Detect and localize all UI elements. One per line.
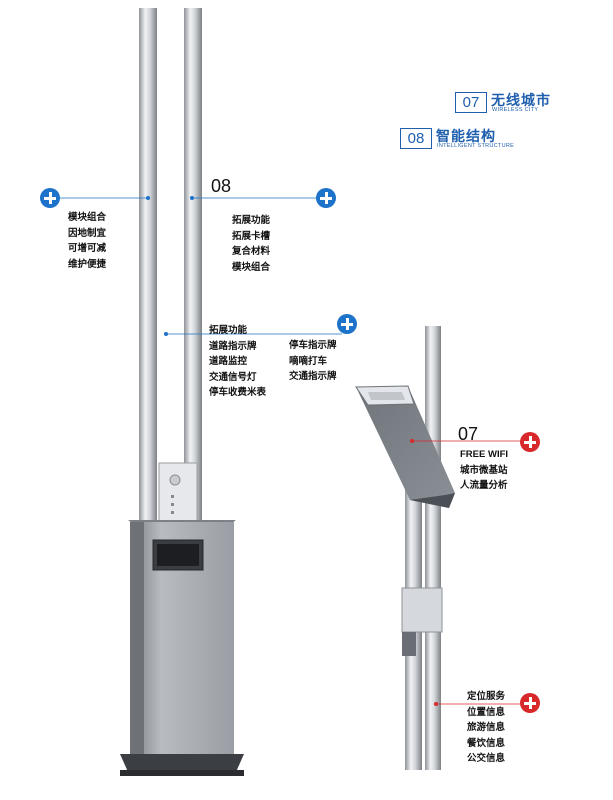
connector-dots <box>146 196 194 336</box>
callout-item: 拓展功能 <box>232 215 271 226</box>
callout-item: 位置信息 <box>467 706 506 718</box>
callout-top: 拓展功能 拓展卡槽 复合材料 模块组合 <box>232 213 270 275</box>
legend-title-en: WIRELESS CITY <box>492 107 539 113</box>
connector-dot <box>164 332 168 336</box>
legend-number: 07 <box>455 92 487 113</box>
legend-number: 08 <box>400 128 432 149</box>
callout-item: 定位服务 <box>467 691 506 702</box>
plus-icon-left[interactable] <box>40 188 60 208</box>
callout-title: 拓展功能 <box>209 325 248 336</box>
callout-mid: 拓展功能 道路指示牌 道路监控 交通信号灯 停车收费米表 <box>209 323 266 401</box>
legend-title-en: INTELLIGENT STRUCTURE <box>437 143 515 149</box>
callout-mid-col2: 停车指示牌 嘀嘀打车 交通指示牌 <box>289 338 337 385</box>
plus-icon-bottom[interactable] <box>520 693 540 713</box>
callout-item: 道路监控 <box>209 356 248 367</box>
callout-wifi: FREE WIFI 城市微基站 人流量分析 <box>460 447 508 494</box>
callout-item: 维护便捷 <box>68 258 107 270</box>
callout-item: 模块组合 <box>68 212 107 223</box>
plus-icon-mid[interactable] <box>337 314 357 334</box>
callout-item: 可增可减 <box>68 243 107 254</box>
callout-item: 嘀嘀打车 <box>289 355 328 367</box>
callout-item: 交通信号灯 <box>209 371 257 383</box>
callout-item: 复合材料 <box>232 246 271 257</box>
callout-lines <box>56 197 526 705</box>
legend-title-cn: 智能结构 <box>436 129 496 145</box>
callout-item: 交通指示牌 <box>289 371 337 382</box>
callout-item: 人流量分析 <box>460 480 508 491</box>
callout-item: FREE WIFI <box>460 449 509 460</box>
connector-dot <box>146 196 150 200</box>
callout-item: 模块组合 <box>232 261 271 273</box>
callout-item: 停车指示牌 <box>289 340 337 351</box>
callout-item: 旅游信息 <box>467 722 506 733</box>
legend-title-cn: 无线城市 <box>491 93 551 109</box>
callout-item: 拓展卡槽 <box>232 230 271 242</box>
plus-icon-top[interactable] <box>316 188 336 208</box>
callout-item: 餐饮信息 <box>467 737 506 749</box>
connector-dot <box>410 439 414 443</box>
callout-item: 道路指示牌 <box>209 340 257 352</box>
tall-pole <box>120 8 244 776</box>
callout-item: 因地制宜 <box>68 227 107 239</box>
callout-wifi-number: 07 <box>458 424 479 444</box>
connector-dot <box>434 702 438 706</box>
lamp-pole <box>355 326 455 770</box>
connector-dot <box>190 196 194 200</box>
callout-bottom: 定位服务 位置信息 旅游信息 餐饮信息 公交信息 <box>467 689 505 767</box>
callout-top-number: 08 <box>211 176 232 196</box>
callout-item: 城市微基站 <box>460 464 508 476</box>
callout-left: 模块组合 因地制宜 可增可减 维护便捷 <box>68 210 106 272</box>
callout-item: 停车收费米表 <box>209 387 267 398</box>
plus-icon-wifi[interactable] <box>520 432 540 452</box>
callout-item: 公交信息 <box>467 753 506 764</box>
